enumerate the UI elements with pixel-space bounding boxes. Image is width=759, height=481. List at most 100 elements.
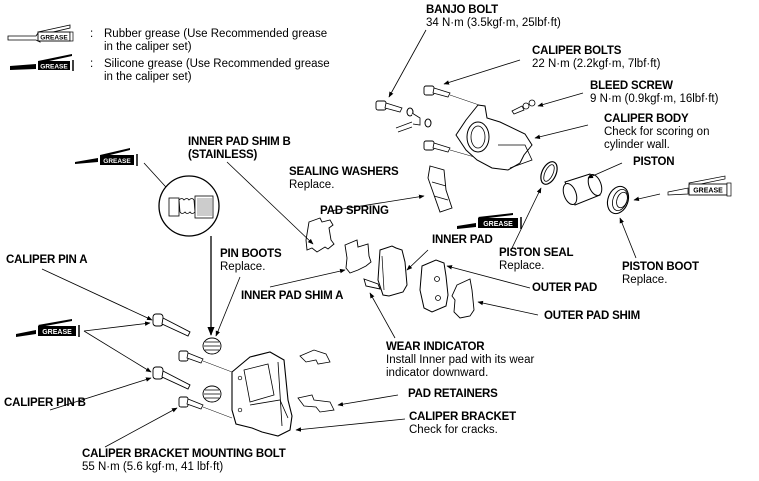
sealing-washers-note: Replace. xyxy=(289,179,335,191)
grease-tube-text: GREASE xyxy=(42,329,72,336)
caliper-body-title: CALIPER BODY xyxy=(604,113,689,125)
legend-colon: : xyxy=(90,28,94,40)
piston-part xyxy=(562,173,603,206)
leader-line xyxy=(443,59,521,85)
leader-line xyxy=(329,194,425,212)
legend-silicone-grease: : Silicone grease (Use Recommended greas… xyxy=(90,58,330,84)
leader-line xyxy=(587,162,623,179)
grease-tube-inner-pad-icon: GREASE xyxy=(457,213,522,229)
caliper-pin-a-title: CALIPER PIN A xyxy=(6,254,88,266)
leader-line xyxy=(215,276,241,337)
inner-pad-shim-b-title: INNER PAD SHIM B xyxy=(188,136,291,148)
brake-hose-fitting-part xyxy=(411,112,421,126)
leader-line xyxy=(295,418,406,432)
leader-line xyxy=(369,292,396,339)
banjo-bolt-torque: 34 N·m (3.5kgf·m, 25lbf·ft) xyxy=(426,17,561,29)
inner-pad-shim-b-part xyxy=(305,217,335,253)
legend-silicone-line2: in the caliper set) xyxy=(104,71,192,83)
label-outer-pad-shim: OUTER PAD SHIM xyxy=(544,310,640,323)
leader-line xyxy=(49,377,152,411)
caliper-bracket-title: CALIPER BRACKET xyxy=(409,411,516,423)
caliper-pin-b-title: CALIPER PIN B xyxy=(4,397,86,409)
label-bleed-screw: BLEED SCREW 9 N·m (0.9kgf·m, 16lbf·ft) xyxy=(590,80,718,106)
leader-line xyxy=(269,268,346,288)
label-piston-seal: PISTON SEAL Replace. xyxy=(499,247,573,273)
bracket-mounting-bolt-upper-part xyxy=(178,350,204,364)
sealing-washers-title: SEALING WASHERS xyxy=(289,166,399,178)
leader-line xyxy=(446,265,531,289)
leader-line xyxy=(83,330,152,373)
leader-line xyxy=(477,300,539,316)
pad-retainer-lower-part xyxy=(297,394,335,413)
inner-pad-shim-a-part xyxy=(344,239,372,274)
piston-seal-part xyxy=(540,161,558,185)
banjo-bolt-title: BANJO BOLT xyxy=(426,4,498,16)
outer-pad-part xyxy=(419,259,449,313)
bracket-mounting-bolt-lower-part xyxy=(178,396,204,410)
pad-retainers-title: PAD RETAINERS xyxy=(408,388,498,400)
leader-line xyxy=(226,161,314,245)
legend-colon: : xyxy=(90,58,94,70)
grease-tube-text: GREASE xyxy=(693,188,723,195)
legend-silicone-line1: Silicone grease (Use Recommended grease xyxy=(104,58,330,70)
bleed-screw-torque: 9 N·m (0.9kgf·m, 16lbf·ft) xyxy=(590,93,719,105)
rubber-grease-tube-icon: GREASE xyxy=(7,24,74,43)
grease-tube-text: GREASE xyxy=(483,221,513,228)
outer-pad-shim-title: OUTER PAD SHIM xyxy=(544,310,641,322)
leader-line xyxy=(406,249,429,271)
pin-boots-title: PIN BOOTS xyxy=(220,248,282,260)
leader-line xyxy=(511,187,542,249)
leader-line xyxy=(633,193,661,202)
grease-tube-caliper-pins-icon: GREASE xyxy=(16,319,80,337)
label-piston: PISTON xyxy=(633,156,675,169)
caliper-bracket-note: Check for cracks. xyxy=(409,424,498,436)
sealing-washer-part xyxy=(424,118,432,128)
sealing-washer-part xyxy=(406,107,414,117)
rubber-grease-tube-text: GREASE xyxy=(40,35,68,42)
caliper-bolts-title: CALIPER BOLTS xyxy=(532,45,622,57)
label-wear-indicator: WEAR INDICATOR Install Inner pad with it… xyxy=(386,341,534,380)
bleed-screw-title: BLEED SCREW xyxy=(590,80,673,92)
label-caliper-bracket: CALIPER BRACKET Check for cracks. xyxy=(409,411,516,437)
caliper-pin-a-part xyxy=(152,313,191,337)
caliper-bolt-upper-part xyxy=(423,85,451,98)
label-inner-pad-shim-b: INNER PAD SHIM B (STAINLESS) xyxy=(188,136,291,162)
leader-line xyxy=(83,321,151,332)
caliper-body-part xyxy=(455,104,533,171)
label-piston-boot: PISTON BOOT Replace. xyxy=(622,261,699,287)
legend-rubber-grease: : Rubber grease (Use Recommended grease … xyxy=(90,28,327,54)
pad-spring-title: PAD SPRING xyxy=(320,205,389,217)
silicone-grease-tube-icon: GREASE xyxy=(10,54,74,71)
piston-boot-note: Replace. xyxy=(622,274,668,286)
grease-tube-piston-boot-icon: GREASE xyxy=(667,175,732,197)
bleed-screw-part xyxy=(511,99,536,115)
leader-line xyxy=(41,268,153,321)
wear-indicator-note-2: indicator downward. xyxy=(386,367,489,379)
outer-pad-title: OUTER PAD xyxy=(532,282,598,294)
label-sealing-washers: SEALING WASHERS Replace. xyxy=(289,166,399,192)
caliper-bolt-lower-part xyxy=(423,140,451,153)
grease-tube-pin-boot-icon: GREASE xyxy=(75,148,138,166)
pin-boot-detail-circle xyxy=(158,175,220,237)
wear-indicator-tab xyxy=(363,278,381,290)
pin-boot-lower-part xyxy=(202,385,222,403)
piston-seal-title: PISTON SEAL xyxy=(499,247,574,259)
leader-line xyxy=(104,407,178,448)
label-inner-pad-shim-a: INNER PAD SHIM A xyxy=(241,290,343,303)
label-caliper-bracket-mounting-bolt: CALIPER BRACKET MOUNTING BOLT 55 N·m (5.… xyxy=(82,448,286,474)
label-inner-pad: INNER PAD xyxy=(432,234,493,247)
caliper-body-note-1: Check for scoring on xyxy=(604,126,710,138)
leader-line xyxy=(534,124,589,139)
inner-pad-title: INNER PAD xyxy=(432,234,493,246)
piston-boot-part xyxy=(606,185,630,215)
label-banjo-bolt: BANJO BOLT 34 N·m (3.5kgf·m, 25lbf·ft) xyxy=(426,4,561,30)
pad-retainer-upper-part xyxy=(299,349,331,365)
banjo-bolt-part xyxy=(375,100,403,113)
label-pad-spring: PAD SPRING xyxy=(320,205,389,218)
caliper-body-note-2: cylinder wall. xyxy=(604,139,670,151)
leader-line xyxy=(537,92,584,107)
caliper-bracket-mounting-bolt-torque: 55 N·m (5.6 kgf·m, 41 lbf·ft) xyxy=(82,461,224,473)
legend-rubber-line2: in the caliper set) xyxy=(104,41,192,53)
pin-boots-note: Replace. xyxy=(220,261,266,273)
